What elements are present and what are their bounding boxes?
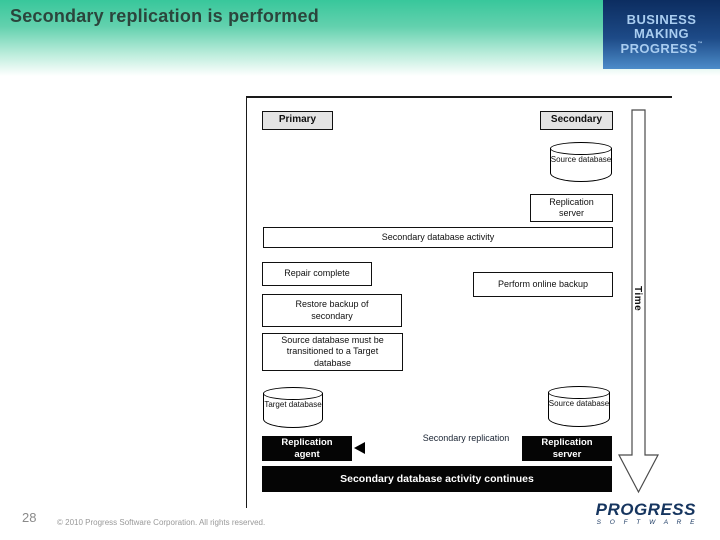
copyright-text: © 2010 Progress Software Corporation. Al… <box>57 518 266 527</box>
time-axis-label: Time <box>632 286 643 312</box>
time-arrow-icon <box>618 109 659 494</box>
brand-logo: BUSINESS MAKING PROGRESS™ <box>603 0 720 69</box>
page-number: 28 <box>22 510 37 525</box>
target-database-cylinder: Target database <box>263 387 323 428</box>
perform-online-backup-box: Perform online backup <box>473 272 613 297</box>
footer-logo-subtext: S O F T W A R E <box>596 519 698 526</box>
source-database-cylinder-bottom: Source database <box>548 386 610 427</box>
repair-complete-box: Repair complete <box>262 262 372 286</box>
cylinder-top-ellipse <box>548 386 610 399</box>
cylinder-label: Source database <box>550 155 612 164</box>
source-database-cylinder-top: Source database <box>550 142 612 182</box>
cylinder-label: Target database <box>264 400 322 409</box>
lane-header-primary: Primary <box>262 111 333 130</box>
replication-agent-box: Replication agent <box>262 436 352 461</box>
activity-continues-bar: Secondary database activity continues <box>262 466 612 492</box>
transition-note-box: Source database must be transitioned to … <box>262 333 403 371</box>
lane-header-secondary: Secondary <box>540 111 613 130</box>
cylinder-top-ellipse <box>550 142 612 155</box>
brand-line-business: BUSINESS <box>626 11 697 27</box>
brand-line-making: MAKING <box>633 26 690 42</box>
cylinder-top-ellipse <box>263 387 323 400</box>
page-title: Secondary replication is performed <box>10 6 319 26</box>
trademark-symbol: ™ <box>697 40 703 47</box>
arrowhead-left-icon <box>354 442 365 454</box>
diagram-top-border <box>246 96 672 98</box>
footer-logo-wordmark: PROGRESS <box>595 500 696 519</box>
diagram-left-border <box>246 96 247 508</box>
slide-header: Secondary replication is performed BUSIN… <box>0 0 720 76</box>
replication-server-box-top: Replication server <box>530 194 613 222</box>
restore-backup-box: Restore backup of secondary <box>262 294 402 327</box>
secondary-database-activity-box: Secondary database activity <box>263 227 613 248</box>
replication-timeline-diagram: Primary Secondary Source database Replic… <box>246 96 672 510</box>
replication-server-box-bottom: Replication server <box>522 436 612 461</box>
brand-line-progress: PROGRESS™ <box>620 40 703 56</box>
cylinder-label: Source database <box>548 399 610 408</box>
progress-software-logo: PROGRESS S O F T W A R E <box>594 501 698 526</box>
secondary-replication-label: Secondary replication <box>422 433 510 443</box>
